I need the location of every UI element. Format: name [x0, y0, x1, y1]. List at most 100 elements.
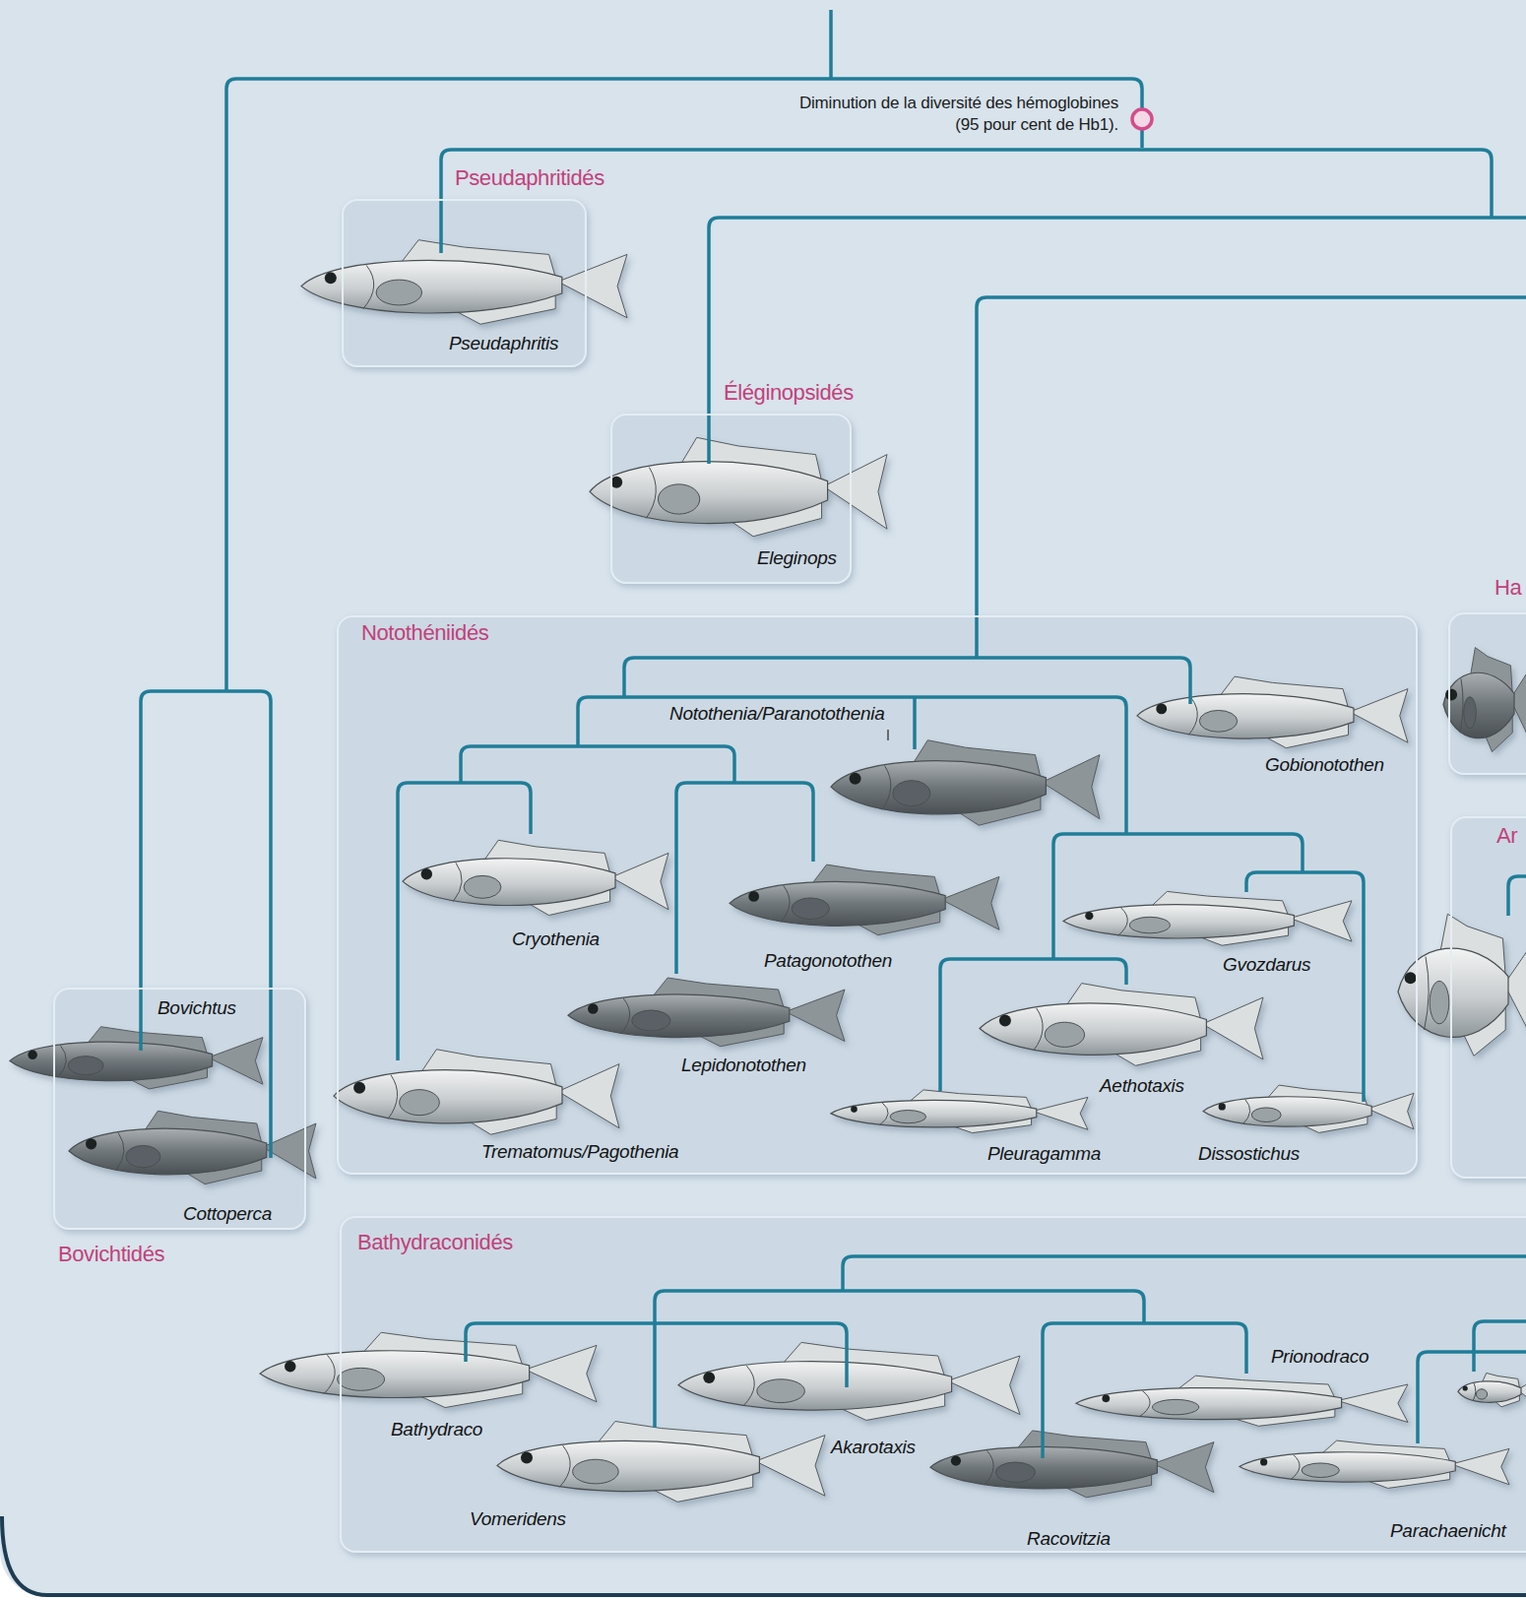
- tail-fin: [558, 1064, 620, 1129]
- fish-illustration: [333, 1049, 620, 1135]
- note-text: Diminution de la diversité des hémoglobi…: [793, 92, 1119, 136]
- tree-branch: [1246, 872, 1364, 1102]
- fish-illustration: [68, 1110, 317, 1184]
- family-name: Ha: [1494, 575, 1522, 600]
- tree-branch: [940, 958, 1127, 1091]
- fish-illustration: [979, 983, 1264, 1067]
- pectoral-fin: [1475, 1389, 1487, 1399]
- fish-eye: [353, 1081, 366, 1094]
- genus-name: Akarotaxis: [830, 1435, 916, 1460]
- gill-line: [323, 1354, 335, 1394]
- fish-eye: [1155, 702, 1167, 714]
- fish-illustration: [678, 1341, 1020, 1420]
- fish-body: [979, 1003, 1207, 1055]
- tail-fin: [824, 454, 888, 530]
- fish-illustration: [1203, 1084, 1414, 1133]
- tree-branch: [460, 746, 735, 783]
- tail-fin: [785, 989, 845, 1042]
- gill-line: [780, 886, 790, 923]
- genus-name: Parachaenicht: [1390, 1519, 1507, 1543]
- fish-body: [301, 259, 563, 314]
- gill-line: [743, 1365, 755, 1406]
- genus-name: Lepidonotothen: [681, 1053, 807, 1078]
- fish-eye: [1404, 971, 1417, 984]
- fish-illustration: [1458, 1372, 1526, 1406]
- fish-illustration: [9, 1026, 263, 1089]
- tree-branch: [708, 217, 1526, 464]
- genus-name: Gobionotothen: [1265, 753, 1385, 777]
- genus-name: Pseudaphritis: [448, 331, 559, 356]
- pectoral-fin: [757, 1379, 806, 1403]
- fish-body: [1398, 948, 1509, 1037]
- tree-branch: [976, 297, 1526, 658]
- pectoral-fin: [1129, 916, 1170, 934]
- fish-illustration: [1076, 1375, 1408, 1426]
- pectoral-fin: [995, 1462, 1035, 1482]
- family-box: BathydraconidésPrionodracoBathydracoAkar…: [339, 1215, 1526, 1553]
- frame-line: [1, 1516, 1526, 1595]
- tree-branch: [912, 697, 917, 750]
- gill-line: [1460, 678, 1463, 733]
- fish-eye: [1101, 1394, 1110, 1402]
- gill-line: [387, 1075, 397, 1120]
- pectoral-fin: [399, 1089, 441, 1116]
- gill-line: [363, 264, 375, 309]
- genus-name: Pleuragamma: [987, 1142, 1101, 1166]
- family-name: Éléginopsidés: [723, 381, 854, 405]
- family-name: Notothéniidés: [361, 621, 489, 645]
- family-box: NotothéniidésNotothenia/ParanototheniaGo…: [336, 615, 1418, 1175]
- pectoral-fin: [892, 780, 931, 807]
- fish-body: [68, 1128, 267, 1175]
- fish-eye: [1260, 1458, 1268, 1465]
- family-box: PseudaphritidésPseudaphritis: [341, 198, 587, 368]
- fish-body: [1063, 904, 1294, 939]
- leader-line: [887, 729, 889, 741]
- gill-line: [984, 1450, 994, 1485]
- fish-eye: [85, 1138, 97, 1149]
- family-box: BovichtidésBovichtusCottoperca: [53, 987, 307, 1230]
- gill-line: [1243, 1099, 1251, 1125]
- gill-line: [1033, 1008, 1043, 1051]
- fish-body: [589, 461, 828, 524]
- box-fills: [53, 198, 1526, 1553]
- fish-eye: [27, 1050, 38, 1061]
- pectoral-fin: [337, 1367, 385, 1391]
- fish-body: [1443, 672, 1515, 738]
- pectoral-fin: [126, 1144, 161, 1167]
- genus-name: Trematomus/Pagothenia: [481, 1140, 679, 1164]
- fish-body: [497, 1440, 760, 1491]
- tree-branch: [441, 149, 1492, 254]
- gill-line: [1139, 1391, 1150, 1417]
- genus-name: Cryothenia: [511, 927, 600, 952]
- tail-fin: [1451, 1448, 1510, 1484]
- fish-body: [568, 994, 790, 1038]
- fish-eye: [1445, 688, 1458, 700]
- tree-branch: [1042, 1323, 1247, 1459]
- fish-group: [9, 240, 1526, 1503]
- fish-eye: [849, 772, 862, 785]
- fish-body: [830, 761, 1046, 815]
- pectoral-fin: [463, 875, 502, 898]
- pectoral-fin: [1463, 697, 1477, 729]
- pectoral-fin: [1044, 1021, 1084, 1047]
- genus-name: Aethotaxis: [1099, 1074, 1185, 1098]
- pectoral-fin: [376, 279, 422, 306]
- fish-illustration: [1137, 676, 1408, 749]
- pectoral-fin: [1301, 1462, 1339, 1478]
- tree-branch: [842, 1256, 1526, 1291]
- tree-branch: [140, 691, 271, 1158]
- fish-body: [1076, 1388, 1342, 1420]
- tail-fin: [525, 1344, 597, 1401]
- family-box: Ar: [1450, 816, 1526, 1179]
- gill-line: [58, 1045, 66, 1079]
- fish-illustration: [1443, 647, 1526, 753]
- fish-illustration: [830, 1089, 1088, 1134]
- tail-fin: [948, 1355, 1020, 1415]
- genus-name: Patagonotothen: [763, 949, 892, 973]
- fish-eye: [1084, 911, 1093, 920]
- tail-fin: [941, 876, 1000, 930]
- gill-line: [882, 765, 891, 811]
- genus-name: Dissostichus: [1198, 1142, 1300, 1166]
